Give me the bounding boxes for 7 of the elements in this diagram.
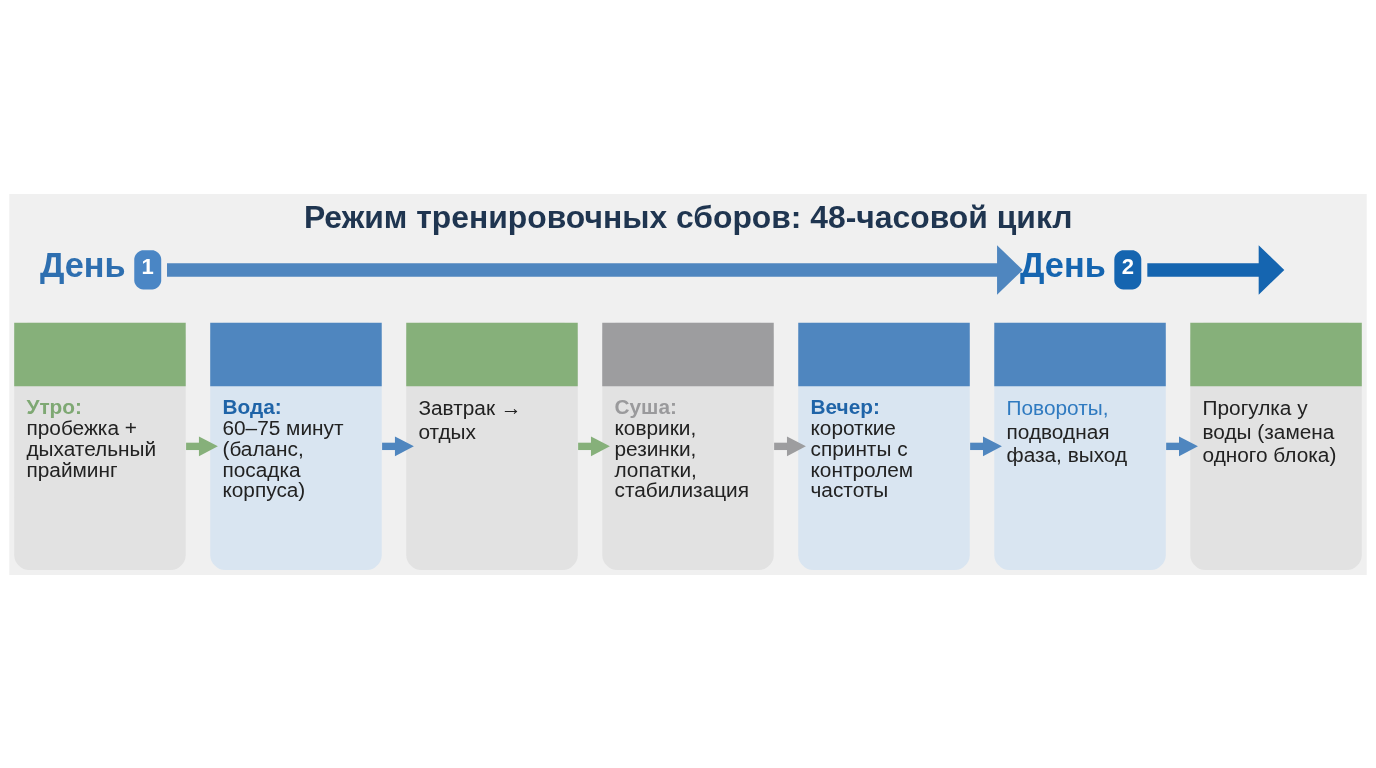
- node-label: День: [39, 245, 126, 284]
- arrow: [1147, 244, 1285, 295]
- diagram-title: Режим тренировочных сборов: 48-часовой цикл: [303, 198, 1073, 235]
- node-label: День: [1020, 245, 1106, 284]
- node-box: 1: [134, 249, 162, 290]
- arrow: [167, 244, 1023, 295]
- node-box: 2: [1114, 249, 1142, 290]
